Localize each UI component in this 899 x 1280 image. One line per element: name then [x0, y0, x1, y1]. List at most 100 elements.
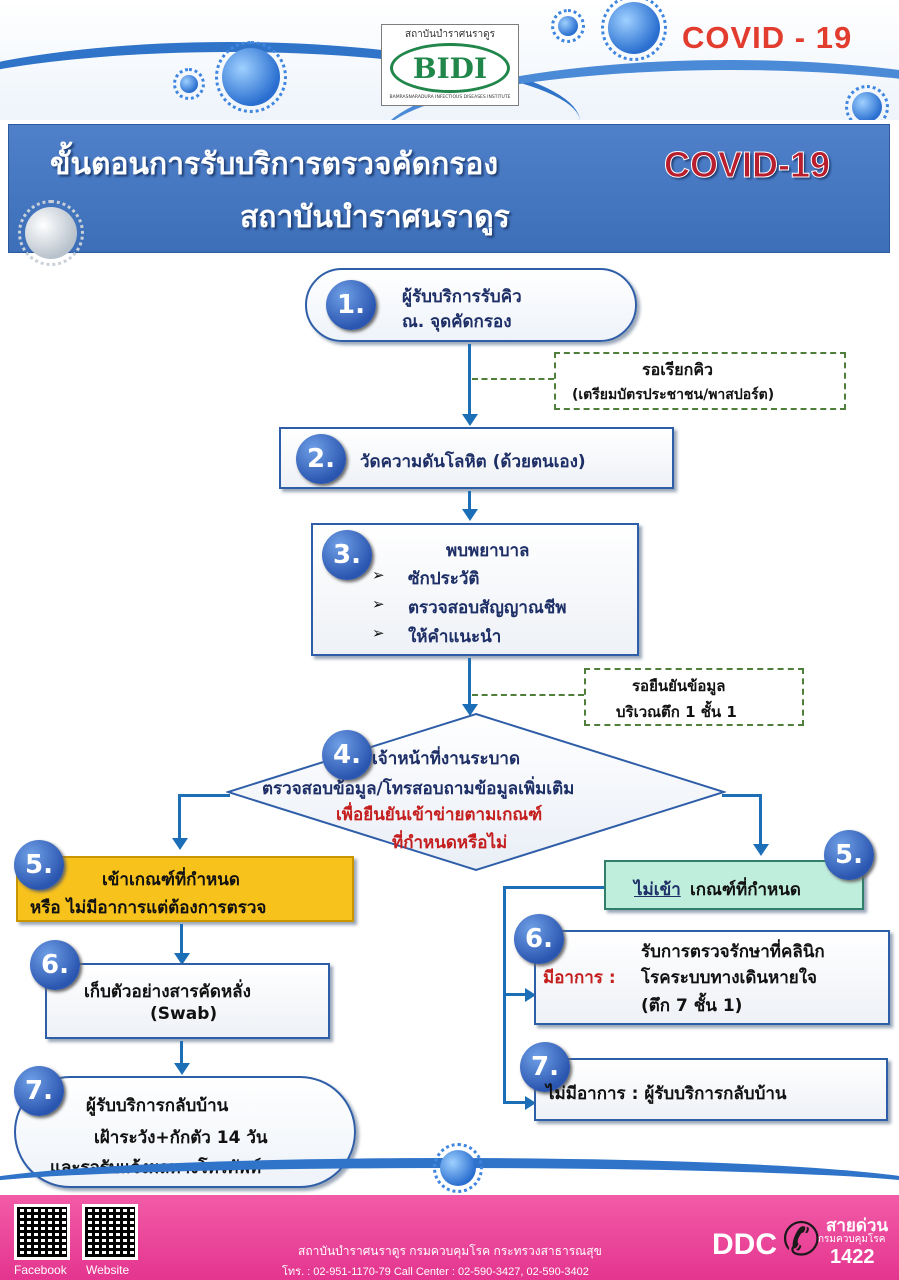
left-step-5-box: [16, 856, 354, 922]
step-4-line4: ที่กำหนดหรือไม่: [392, 833, 508, 853]
branch-right-down: [759, 794, 762, 846]
connector-left-5-6: [180, 924, 183, 956]
arrow-right-icon: [525, 1096, 536, 1110]
facebook-label: Facebook: [14, 1263, 67, 1277]
left-step-7-number: 7.: [14, 1066, 64, 1116]
left-step-6-number: 6.: [30, 940, 80, 990]
bullet-arrow-icon: ➢: [372, 624, 385, 642]
bullet-arrow-icon: ➢: [372, 566, 385, 584]
left-step-6-line2: (Swab): [150, 1004, 218, 1024]
connector-2-3: [468, 491, 471, 511]
hotline-label: สายด่วน: [826, 1216, 889, 1235]
facebook-qr-code[interactable]: [14, 1204, 70, 1260]
arrow-down-icon: [172, 838, 188, 850]
connector-3-4: [468, 658, 471, 708]
connector-right-bracket: [503, 886, 604, 889]
arrow-down-icon: [462, 704, 478, 716]
connector-1-2: [468, 344, 471, 416]
dashed-connector: [472, 694, 584, 696]
page-title-covid: COVID-19: [663, 144, 831, 186]
step-3-item: ตรวจสอบสัญญาณชีพ: [408, 598, 567, 618]
step-3-number: 3.: [322, 530, 372, 580]
right-step-6-box: [534, 930, 890, 1025]
left-step-7-line2: เฝ้าระวัง+กักตัว 14 วัน: [94, 1128, 268, 1148]
right-step-6-line3: (ตึก 7 ชั้น 1): [641, 996, 743, 1016]
footer-org-line: สถาบันบำราศนราดูร กรมควบคุมโรค กระทรวงสา…: [298, 1244, 602, 1258]
right-step-5-box: [604, 860, 864, 910]
note-confirm-line2: บริเวณตึก 1 ชั้น 1: [616, 703, 737, 721]
step-2-number: 2.: [296, 434, 346, 484]
connector-left-6-7: [180, 1041, 183, 1065]
left-step-5-line2: หรือ ไม่มีอาการแต่ต้องการตรวจ: [30, 898, 267, 918]
note-queue-line2: (เตรียมบัตรประชาชน/พาสปอร์ต): [572, 387, 775, 403]
institute-logo: สถาบันบำราศนราดูร BIDI BAMRASNARADURA IN…: [381, 24, 519, 106]
step-2-text: วัดความดันโลหิต (ด้วยตนเอง): [360, 452, 586, 472]
right-step-7-text: ไม่มีอาการ : ผู้รับบริการกลับบ้าน: [546, 1084, 787, 1104]
virus-icon: [215, 41, 287, 113]
phone-icon: ✆: [782, 1212, 821, 1266]
logo-top-text: สถาบันบำราศนราดูร: [405, 29, 495, 40]
right-step-6-line2: โรคระบบทางเดินหายใจ: [641, 968, 817, 988]
bullet-arrow-icon: ➢: [372, 595, 385, 613]
page-title: ขั้นตอนการรับบริการตรวจคัดกรอง: [50, 147, 499, 182]
page-subtitle: สถาบันบำราศนราดูร: [240, 200, 510, 235]
arrow-right-icon: [525, 988, 536, 1002]
right-step-7-box: [534, 1058, 888, 1121]
header-wave: [0, 42, 580, 120]
arrow-down-icon: [753, 844, 769, 856]
right-step-6-number: 6.: [514, 914, 564, 964]
ddc-logo: DDC: [712, 1228, 777, 1261]
header-wave-2: [380, 60, 899, 120]
step-4-number: 4.: [322, 730, 372, 780]
branch-right: [722, 794, 762, 797]
virus-icon: [433, 1143, 483, 1193]
dashed-connector: [472, 378, 554, 380]
covid-tag: COVID - 19: [682, 20, 853, 55]
arrow-down-icon: [462, 509, 478, 521]
left-step-5-line1: เข้าเกณฑ์ที่กำหนด: [102, 870, 240, 890]
branch-left: [178, 794, 230, 797]
step-4-line2: ตรวจสอบข้อมูล/โทรสอบถามข้อมูลเพิ่มเติม: [262, 779, 575, 799]
virus-icon: [601, 0, 667, 61]
connector-right-6: [503, 993, 527, 996]
step-1-line1: ผู้รับบริการรับคิว: [402, 287, 522, 307]
arrow-down-icon: [462, 414, 478, 426]
left-step-6-line1: เก็บตัวอย่างสารคัดหลั่ง: [84, 982, 251, 1002]
logo-mark: BIDI: [390, 43, 510, 93]
right-step-5-rest: เกณฑ์ที่กำหนด: [690, 880, 801, 900]
note-queue-box: [554, 352, 846, 410]
hotline-number[interactable]: 1422: [830, 1246, 875, 1268]
website-qr-code[interactable]: [82, 1204, 138, 1260]
title-banner: [8, 124, 890, 266]
step-4-line3: เพื่อยืนยันเข้าข่ายตามเกณฑ์: [336, 805, 543, 825]
note-confirm-box: [584, 668, 804, 726]
arrow-down-icon: [174, 953, 190, 965]
hotline-org: กรมควบคุมโรค: [818, 1234, 886, 1245]
footer-contact-line: โทร. : 02-951-1170-79 Call Center : 02-5…: [282, 1266, 589, 1278]
footer: [0, 1195, 899, 1280]
branch-left-down: [178, 794, 181, 840]
connector-right-7: [503, 1101, 527, 1104]
step-3-item: ซักประวัติ: [408, 569, 480, 589]
right-step-6-line1: รับการตรวจรักษาที่คลินิก: [641, 942, 825, 962]
arrow-down-icon: [174, 1063, 190, 1075]
virus-icon: [551, 9, 585, 43]
note-queue-line1: รอเรียกคิว: [642, 360, 714, 379]
step-1-line2: ณ. จุดคัดกรอง: [402, 312, 512, 332]
left-step-5-number: 5.: [14, 840, 64, 890]
right-step-7-number: 7.: [520, 1042, 570, 1092]
right-step-5-underline: ไม่เข้า: [634, 880, 681, 900]
virus-icon: [845, 85, 889, 120]
note-confirm-line1: รอยืนยันข้อมูล: [632, 677, 726, 695]
step-3-item: ให้คำแนะนำ: [408, 627, 502, 647]
right-step-6-label: มีอาการ :: [543, 968, 616, 988]
left-step-7-line1: ผู้รับบริการกลับบ้าน: [86, 1096, 229, 1116]
left-step-6-box: [45, 963, 330, 1039]
virus-icon: [18, 200, 84, 266]
website-label: Website: [86, 1263, 130, 1277]
step-4-line1: เจ้าหน้าที่งานระบาด: [372, 749, 521, 769]
step-1-number: 1.: [326, 280, 376, 330]
step-3-heading: พบพยาบาล: [446, 541, 530, 561]
virus-icon: [173, 68, 205, 100]
logo-sub-text: BAMRASNARADURA INFECTIOUS DISEASES INSTI…: [389, 95, 511, 100]
